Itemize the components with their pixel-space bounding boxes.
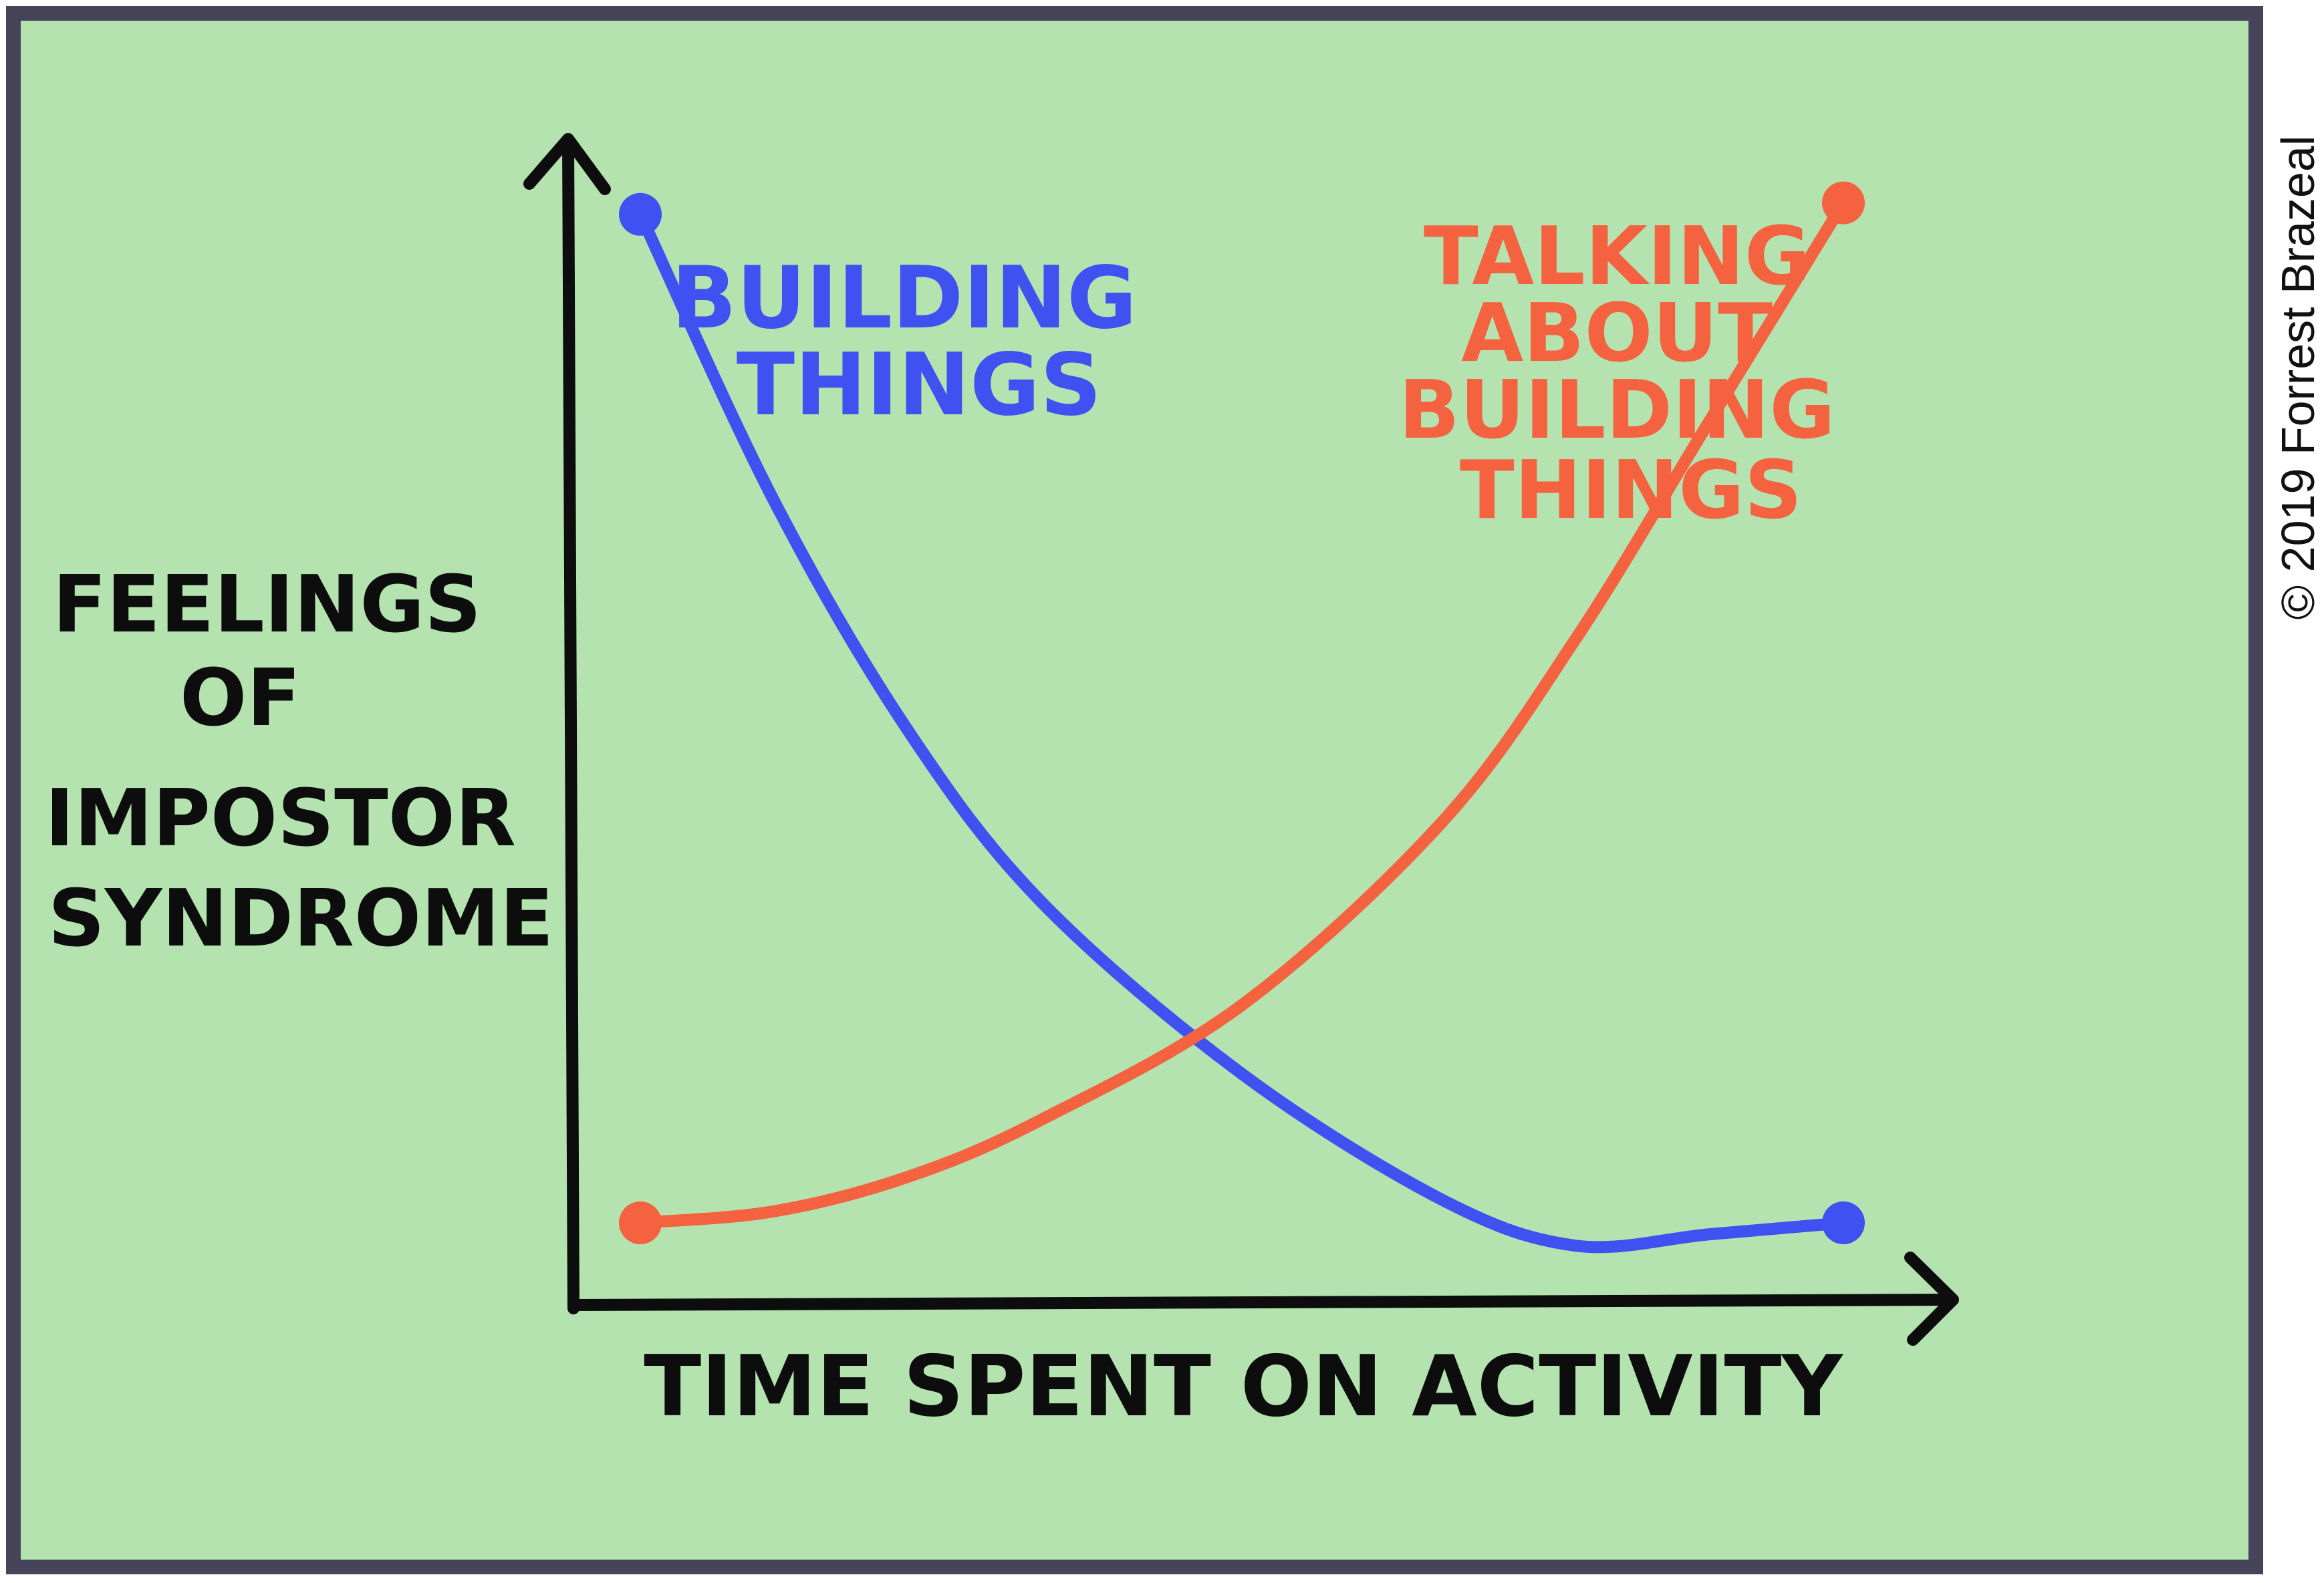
series-label-line: BUILDING [1399, 364, 1835, 457]
x-axis-line [570, 1294, 1954, 1311]
series-label-talking-about-building-things: TALKING ABOUT BUILDING THINGS [1399, 210, 1863, 537]
series-1-endpoint-start [619, 1201, 662, 1244]
series-label-line: THINGS [1460, 444, 1802, 537]
copyright-text: © 2019 Forrest Brazeal [2272, 136, 2324, 620]
series-0-endpoint-end [1822, 1201, 1865, 1244]
y-axis-label-line: IMPOSTOR [45, 772, 516, 864]
series-label-line: BUILDING [671, 249, 1137, 348]
series-label-building-things: BUILDING THINGS [671, 249, 1166, 435]
x-axis-label: TIME SPENT ON ACTIVITY [644, 1337, 1843, 1435]
y-axis-label: FEELINGS OF IMPOSTOR SYNDROME [45, 558, 553, 964]
series-label-line: THINGS [737, 335, 1102, 435]
axes [523, 133, 1959, 1346]
series-1-endpoint-end [1822, 181, 1865, 225]
y-axis-arrowhead [523, 133, 611, 195]
series-line-0 [634, 208, 1849, 1254]
series-label-line: ABOUT [1461, 287, 1773, 380]
series-layer [619, 181, 1865, 1254]
series-0-endpoint-start [619, 192, 662, 236]
x-axis-arrowhead [1904, 1252, 1959, 1346]
y-axis-label-line: SYNDROME [48, 872, 553, 964]
y-axis-line [562, 134, 579, 1314]
series-line-1 [634, 196, 1849, 1229]
y-axis-label-line: OF [180, 652, 301, 744]
series-label-line: TALKING [1424, 210, 1810, 303]
y-axis-label-line: FEELINGS [53, 558, 482, 650]
